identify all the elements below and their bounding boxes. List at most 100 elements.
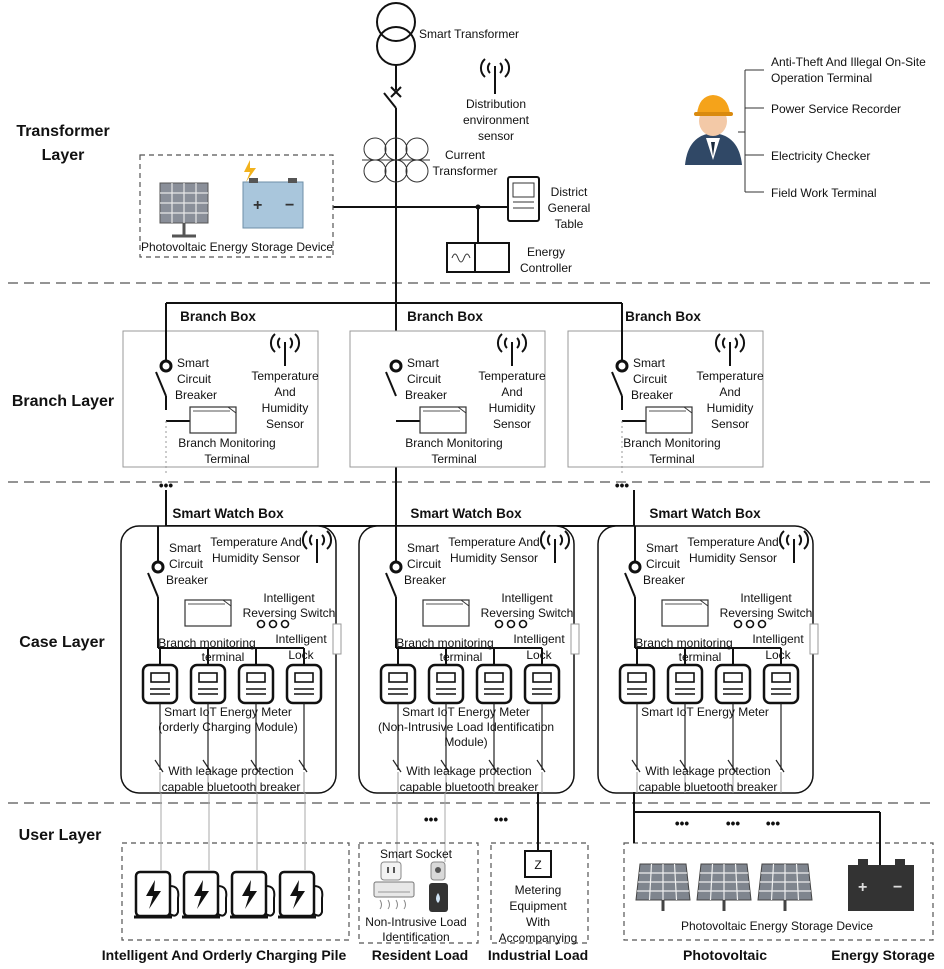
- district-table-label-3: Table: [555, 217, 584, 231]
- breaker-label: Smart: [633, 356, 666, 370]
- smart-breaker-icon: [155, 359, 173, 397]
- watch-box-handle: [332, 623, 342, 655]
- ellipsis-pv-1: •••: [675, 816, 689, 831]
- solar-panel-icon: [635, 863, 691, 911]
- energy-meter-icon: [141, 663, 179, 705]
- field-terminal-label-3: Electricity Checker: [771, 149, 870, 163]
- energy-meter-icon: [523, 663, 561, 705]
- meter-label: (Non-Intrusive Load Identification: [378, 720, 554, 734]
- district-table-label-2: General: [548, 201, 591, 215]
- reversing-switch-icon: [733, 619, 767, 629]
- current-transformer-label-2: Transformer: [433, 164, 498, 178]
- smart-socket-icon: [380, 861, 446, 881]
- sensor-label: Humidity: [489, 401, 536, 415]
- breaker-label: Circuit: [646, 557, 681, 571]
- meter-label: (orderly Charging Module): [158, 720, 297, 734]
- breaker-label: Breaker: [175, 388, 217, 402]
- reversing-label: Reversing Switch: [481, 606, 574, 620]
- energy-controller-icon: [446, 242, 510, 273]
- sensor-label: Temperature And: [687, 535, 778, 549]
- breaker-label: Breaker: [631, 388, 673, 402]
- humidity-sensor-icon: [496, 333, 528, 366]
- terminal-label: Branch monitoring: [396, 636, 493, 650]
- switch-icon: [383, 86, 402, 109]
- solar-panel-icon: [696, 863, 752, 911]
- lock-label: Intelligent: [275, 632, 327, 646]
- terminal-label: Branch Monitoring: [405, 436, 502, 450]
- breaker-label: Smart: [407, 356, 440, 370]
- reversing-label: Intelligent: [740, 591, 792, 605]
- dist-sensor-label-3: sensor: [478, 129, 514, 143]
- smart-socket-label: Smart Socket: [380, 847, 453, 861]
- branch-box-title: Branch Box: [180, 309, 256, 324]
- sensor-label: Temperature: [478, 369, 546, 383]
- lock-label: Lock: [765, 648, 791, 662]
- layer-label-user: User Layer: [19, 827, 102, 844]
- branch-monitoring-terminal-icon: [184, 599, 232, 627]
- metering-label-1: Metering: [515, 883, 562, 897]
- watch-box-1: Smart Watch BoxSmartCircuitBreakerTemper…: [120, 506, 342, 794]
- metering-label-3: With: [526, 915, 550, 929]
- sensor-label: Sensor: [266, 417, 304, 431]
- field-terminal-label-1b: Operation Terminal: [771, 71, 872, 85]
- layer-label-transformer-1: Transformer: [16, 123, 109, 140]
- energy-meter-icon: [427, 663, 465, 705]
- leakage-label: With leakage protection: [168, 764, 293, 778]
- sensor-label: Sensor: [711, 417, 749, 431]
- leakage-label: capable bluetooth breaker: [400, 780, 539, 794]
- reversing-switch-icon: [494, 619, 528, 629]
- breaker-label: Breaker: [166, 573, 208, 587]
- field-worker-icon: [685, 95, 742, 165]
- breaker-label: Circuit: [177, 372, 212, 386]
- watch-box-handle: [809, 623, 819, 655]
- smart-transformer-label: Smart Transformer: [419, 27, 519, 41]
- solar-panel-icon: [159, 182, 209, 238]
- breaker-label: Circuit: [407, 372, 442, 386]
- humidity-sensor-icon: [778, 530, 810, 563]
- layer-label-transformer-2: Layer: [42, 147, 85, 164]
- industrial-load-label: Industrial Load: [488, 947, 588, 963]
- watch-box-2: Smart Watch BoxSmartCircuitBreakerTemper…: [358, 506, 580, 794]
- humidity-sensor-icon: [714, 333, 746, 366]
- branch-box-title: Branch Box: [407, 309, 483, 324]
- sensor-label: Temperature: [251, 369, 319, 383]
- sensor-label: And: [274, 385, 295, 399]
- sensor-label: And: [719, 385, 740, 399]
- watch-box-title: Smart Watch Box: [410, 506, 522, 521]
- breaker-label: Breaker: [405, 388, 447, 402]
- leakage-label: With leakage protection: [645, 764, 770, 778]
- smart-breaker-icon: [385, 560, 403, 598]
- water-heater-icon: [429, 883, 448, 912]
- humidity-sensor-icon: [269, 333, 301, 366]
- energy-storage-label: Energy Storage: [831, 947, 935, 963]
- svg-text:+: +: [858, 879, 867, 896]
- energy-meter-icon: [285, 663, 323, 705]
- photovoltaic-label: Photovoltaic: [683, 947, 767, 963]
- pv-storage-device-label: Photovoltaic Energy Storage Device: [681, 919, 873, 933]
- watch-box-title: Smart Watch Box: [172, 506, 284, 521]
- z-label: Z: [534, 858, 541, 872]
- watch-box-frame: [120, 525, 337, 794]
- reversing-label: Reversing Switch: [243, 606, 336, 620]
- sensor-label: Sensor: [493, 417, 531, 431]
- leakage-label: With leakage protection: [406, 764, 531, 778]
- ellipsis-branch-1: •••: [159, 478, 173, 493]
- sensor-label: Humidity Sensor: [212, 551, 300, 565]
- smart-breaker-icon: [147, 560, 165, 598]
- branch-box-title: Branch Box: [625, 309, 701, 324]
- pv-storage-label: Photovoltaic Energy Storage Device: [141, 240, 333, 254]
- lock-label: Lock: [288, 648, 314, 662]
- lock-label: Intelligent: [752, 632, 804, 646]
- field-terminal-label-2: Power Service Recorder: [771, 102, 901, 116]
- terminal-label: terminal: [202, 650, 245, 664]
- branch-box-3: Branch BoxSmartCircuitBreakerTemperature…: [567, 303, 764, 474]
- terminal-label: Branch monitoring: [635, 636, 732, 650]
- sensor-label: Humidity Sensor: [689, 551, 777, 565]
- field-terminal-label-4: Field Work Terminal: [771, 186, 877, 200]
- terminal-label: Branch monitoring: [158, 636, 255, 650]
- nil-ident-label-2: Identification: [382, 930, 449, 944]
- resident-load-group: [358, 842, 479, 944]
- terminal-label: terminal: [679, 650, 722, 664]
- metering-label-4: Accompanying: [499, 931, 578, 945]
